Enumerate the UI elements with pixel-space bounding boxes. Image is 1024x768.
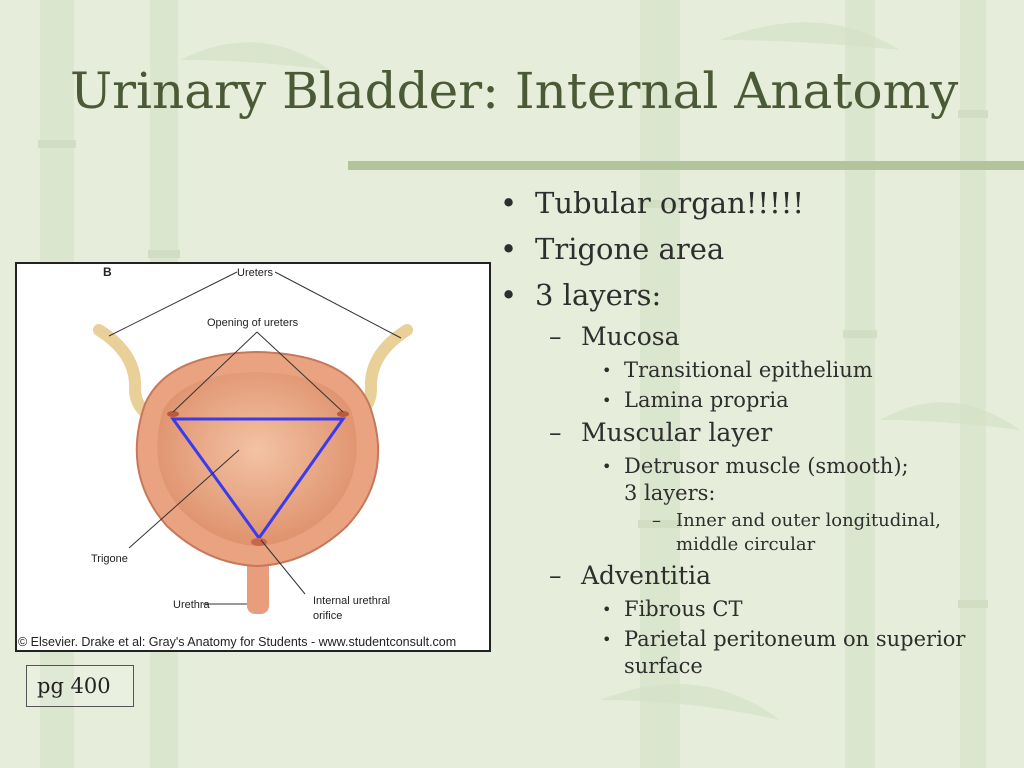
label-internal-urethral-orifice-1: Internal urethral (313, 595, 390, 607)
sub-sub-bullet-item: •Transitional epithelium (602, 358, 873, 382)
sub-bullet-item: –Mucosa (549, 322, 680, 351)
left-ureter (93, 324, 153, 420)
sub-sub-bullet-item: •Fibrous CT (602, 597, 743, 621)
bladder-inner-surface (157, 372, 357, 546)
sub-bullet-item: –Muscular layer (549, 418, 773, 447)
slide-title: Urinary Bladder: Internal Anatomy (70, 62, 959, 120)
sub-bullet-item: –Adventitia (549, 561, 712, 590)
label-internal-urethral-orifice-2: orifice (313, 610, 342, 622)
sub-sub-bullet-item: •Detrusor muscle (smooth);3 layers: (602, 454, 909, 505)
figure-caption: © Elsevier. Drake et al: Gray's Anatomy … (18, 635, 457, 649)
left-ureter-opening (167, 411, 179, 417)
title-accent-rule (348, 161, 1024, 170)
internal-urethral-orifice-mark (251, 538, 267, 546)
bullet-item: •3 layers: (500, 278, 662, 312)
label-urethra: Urethra (173, 599, 211, 611)
page-reference: pg 400 (26, 665, 134, 707)
panel-letter: B (103, 265, 112, 279)
bullet-item: •Tubular organ!!!!! (500, 186, 805, 220)
label-trigone: Trigone (91, 553, 128, 565)
urethra-tube (247, 554, 269, 614)
right-ureter-opening (337, 411, 349, 417)
level4-bullet-item: –Inner and outer longitudinal,middle cir… (652, 510, 941, 555)
sub-sub-bullet-item: •Lamina propria (602, 388, 789, 412)
bullet-item: •Trigone area (500, 232, 725, 266)
bladder-anatomy-figure: B Ureters Opening of ureters Trigone Ure… (15, 262, 491, 652)
label-opening-of-ureters: Opening of ureters (207, 317, 299, 329)
label-ureters: Ureters (237, 267, 274, 279)
trigone-outline (170, 417, 346, 541)
bullet-list: •Tubular organ!!!!! •Trigone area •3 lay… (500, 180, 1010, 680)
